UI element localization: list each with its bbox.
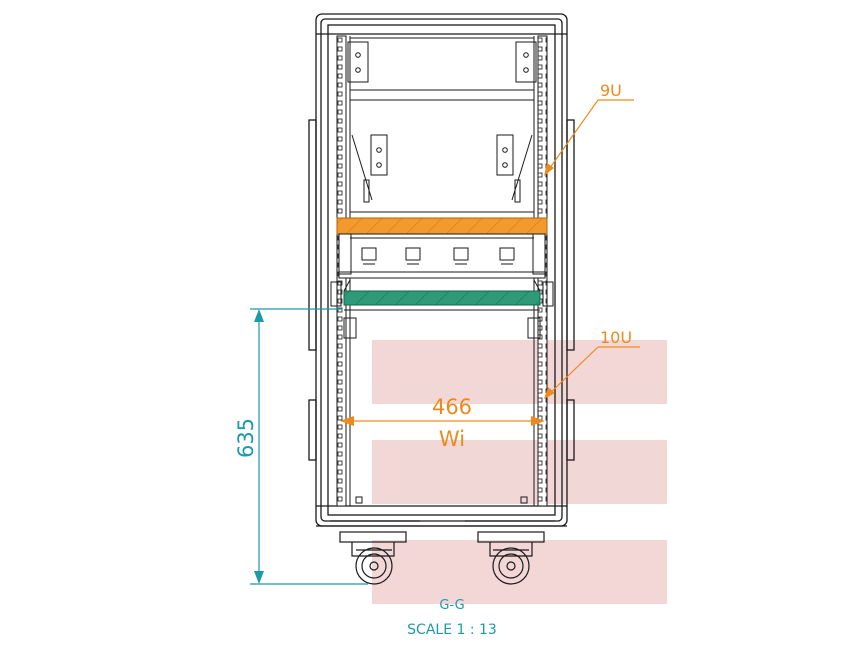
callout-9u-leader [544,99,634,176]
width-dimension-value: 466 [432,395,472,419]
cabinet-frame [308,13,575,527]
width-dimension-label: Wi [439,427,465,451]
knob-4 [499,247,515,265]
knob-3 [453,247,469,265]
callout-10u-leader [544,346,640,399]
middle-equipment [330,233,554,307]
width-dimension [340,416,545,426]
upper-compartment [347,37,537,213]
caster-right [477,531,545,585]
view-name: G-G [439,598,464,613]
lower-compartment [343,317,541,504]
callout-9u-text: 9U [600,81,622,100]
knob-1 [361,247,377,265]
knob-2 [405,247,421,265]
green-shelf-band [343,290,541,306]
caster-left [339,531,407,585]
height-dimension-value: 635 [234,418,258,458]
scale-text: SCALE 1 : 13 [407,622,497,638]
height-dimension [250,308,368,585]
watermark [372,340,667,604]
orange-shelf-band [336,217,548,235]
callout-10u-text: 10U [600,328,632,347]
